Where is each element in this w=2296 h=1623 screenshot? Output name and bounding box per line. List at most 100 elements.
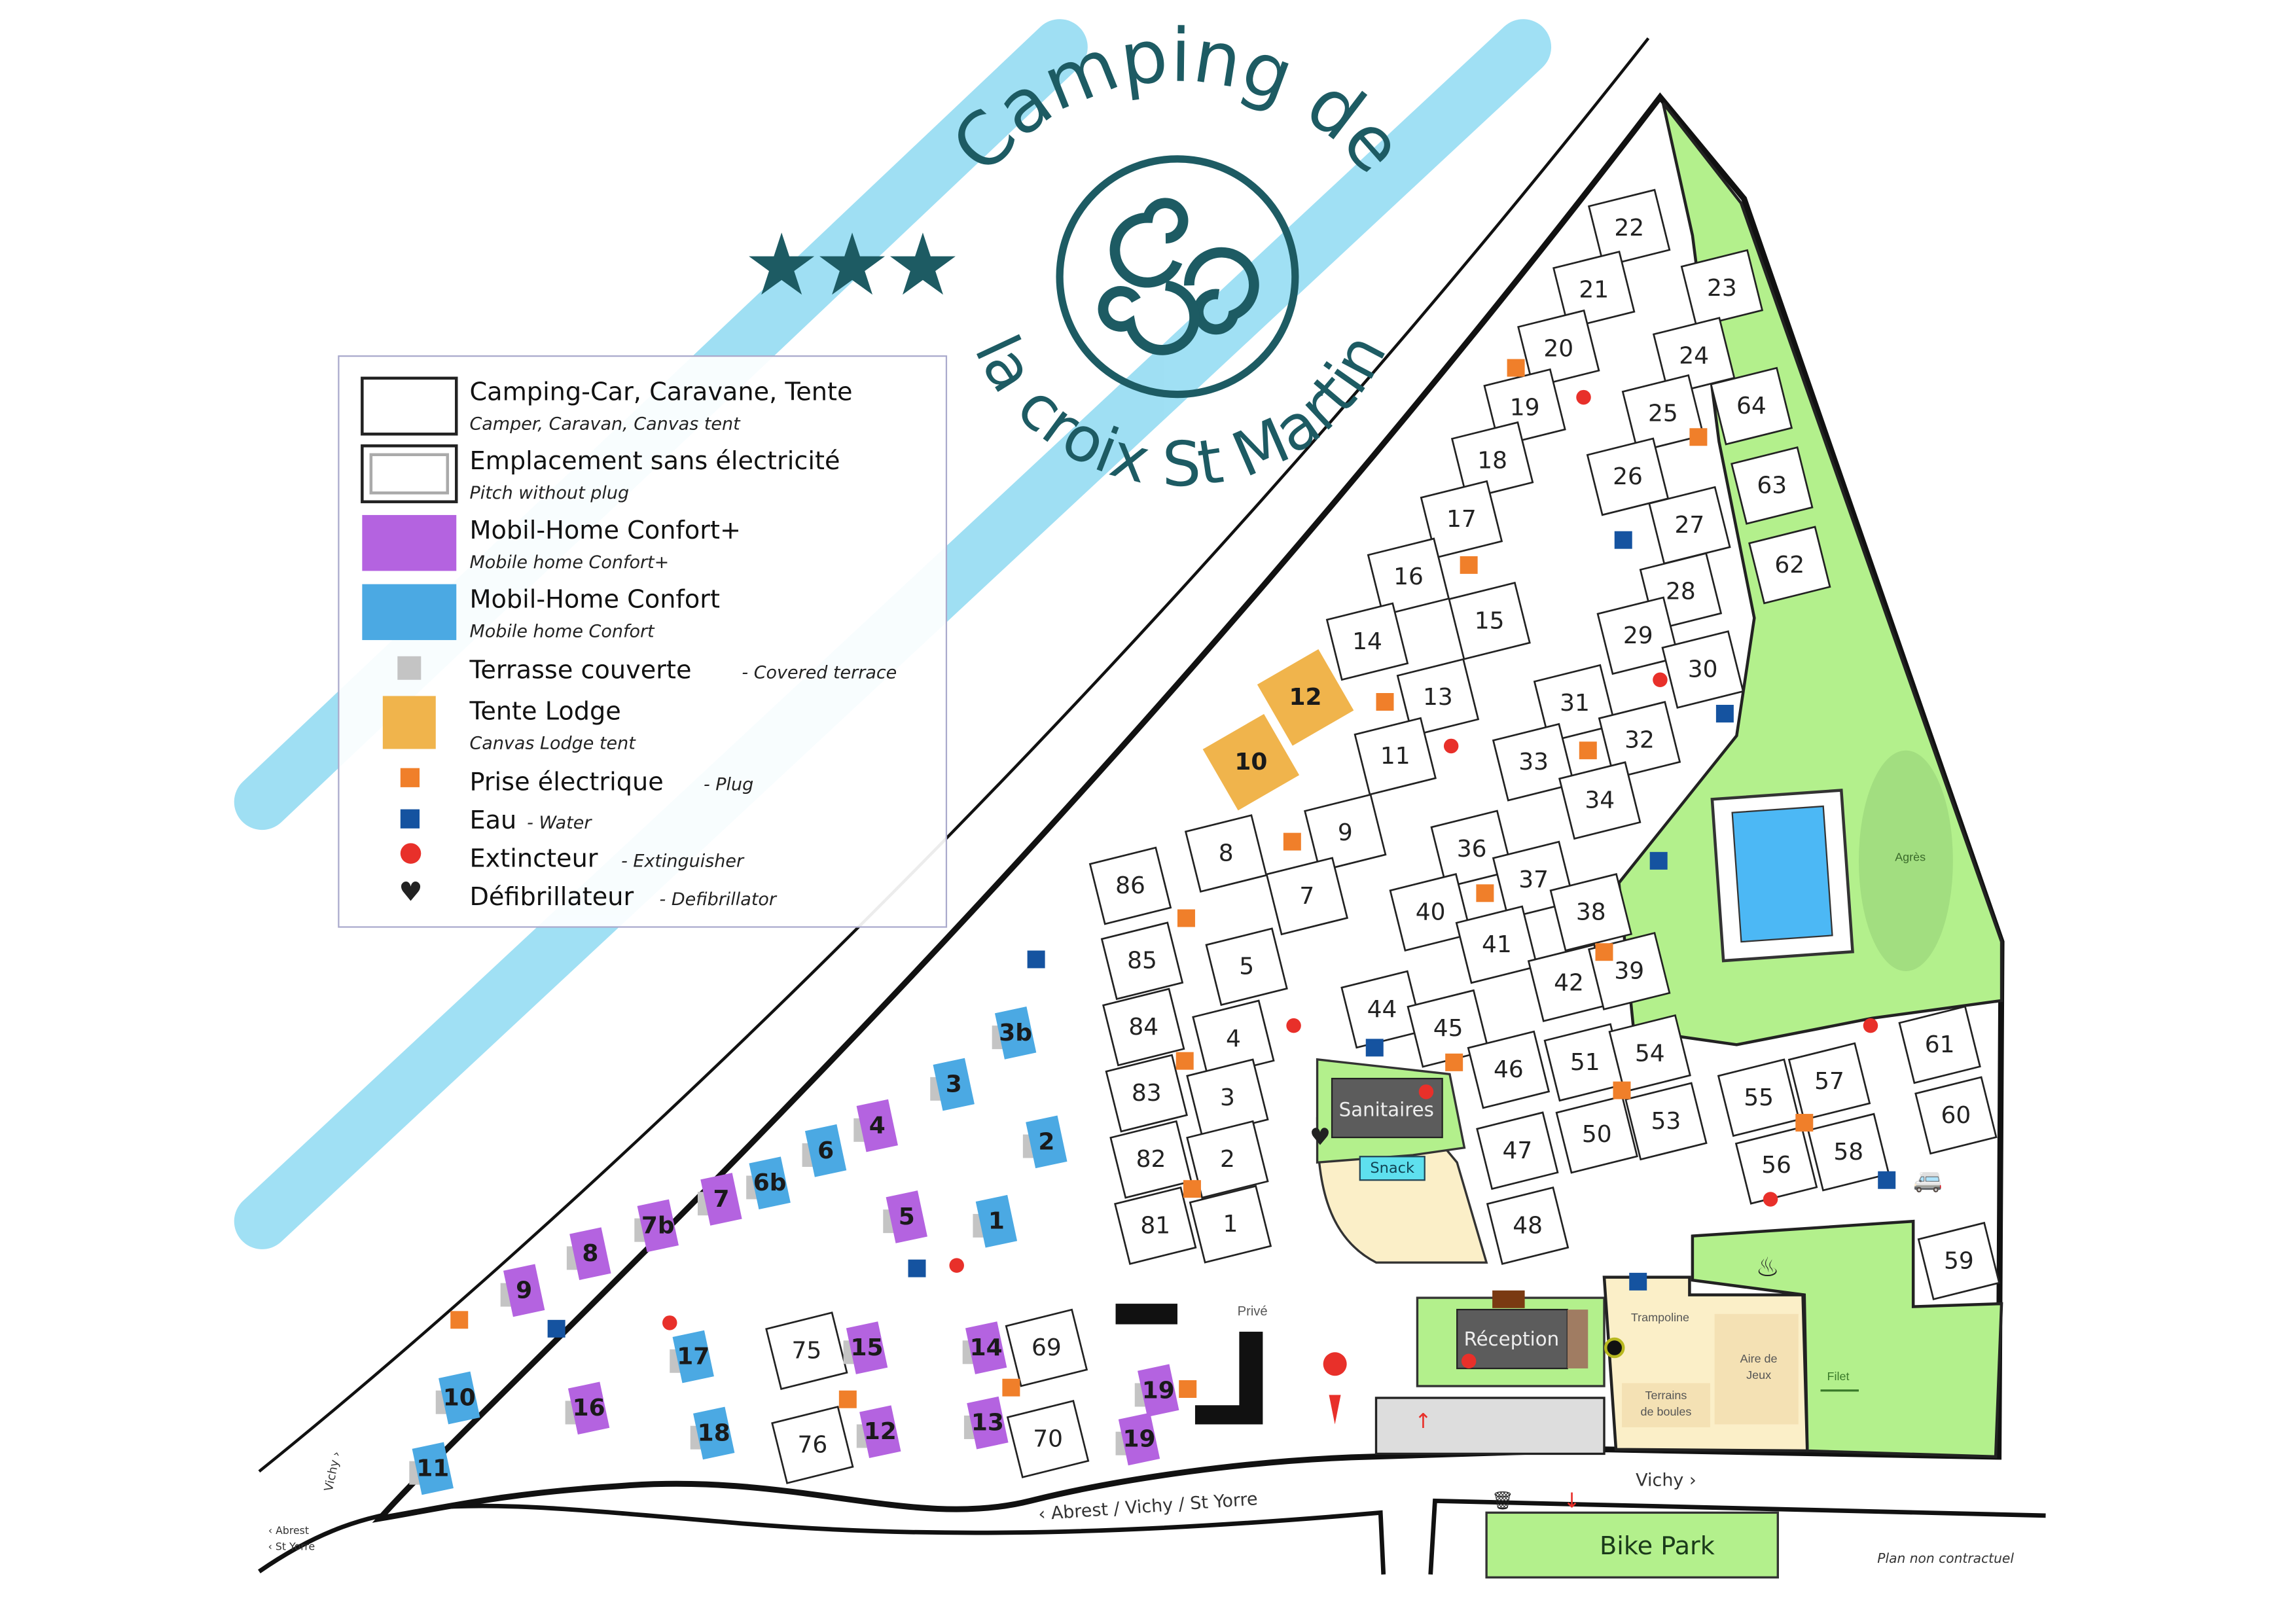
pitch-number[interactable]: 32 (1624, 726, 1655, 753)
pitch-number[interactable]: 3 (946, 1071, 962, 1098)
pitch-standard[interactable] (1596, 596, 1679, 675)
pitch-number[interactable]: 14 (970, 1334, 1003, 1361)
pitch-number[interactable]: 5 (1239, 954, 1254, 980)
pitch-confort-plus[interactable] (634, 1199, 679, 1253)
pitch-confort[interactable] (973, 1194, 1018, 1248)
pitch-number[interactable]: 83 (1132, 1080, 1162, 1107)
pitch-number[interactable]: 33 (1518, 749, 1549, 776)
pitch-number[interactable]: 9 (516, 1277, 532, 1304)
pitch-number[interactable]: 55 (1744, 1084, 1774, 1111)
pitch-standard[interactable] (1105, 1054, 1188, 1133)
pitch-confort-plus[interactable] (883, 1190, 927, 1243)
pitch-number[interactable]: 69 (1031, 1334, 1062, 1361)
pitch-number[interactable]: 1 (1223, 1211, 1238, 1238)
pitch-confort-plus[interactable] (963, 1396, 1009, 1450)
pitch-standard[interactable] (1088, 846, 1172, 925)
pitch-number[interactable]: 7 (713, 1186, 729, 1213)
pitch-number[interactable]: 76 (797, 1431, 827, 1458)
pitch-number[interactable]: 58 (1833, 1139, 1863, 1166)
pitch-number[interactable]: 47 (1502, 1137, 1532, 1164)
pitch-confort-plus[interactable] (843, 1321, 888, 1374)
pitch-standard[interactable] (1558, 761, 1641, 840)
pitch-number[interactable]: 5 (899, 1204, 915, 1230)
pitch-number[interactable]: 1 (988, 1208, 1005, 1235)
pitch-confort[interactable] (992, 1007, 1037, 1060)
pitch-number[interactable]: 38 (1576, 899, 1606, 926)
pitch-standard[interactable] (1710, 366, 1793, 446)
pitch-number[interactable]: 19 (1510, 394, 1540, 421)
pitch-number[interactable]: 81 (1140, 1212, 1170, 1239)
pitch-lodge[interactable] (1202, 713, 1300, 811)
pitch-confort[interactable] (930, 1058, 975, 1111)
pitch-number[interactable]: 31 (1560, 690, 1590, 717)
pitch-confort[interactable] (746, 1156, 791, 1210)
pitch-number[interactable]: 7 (1299, 883, 1314, 910)
pitch-number[interactable]: 16 (1393, 563, 1424, 590)
pitch-number[interactable]: 36 (1457, 836, 1487, 863)
pitch-standard[interactable] (1389, 873, 1472, 952)
pitch-confort[interactable] (690, 1406, 735, 1460)
pitch-number[interactable]: 21 (1579, 276, 1609, 303)
pitch-standard[interactable] (1184, 814, 1268, 893)
pitch-number[interactable]: 30 (1688, 656, 1718, 683)
pitch-number[interactable]: 28 (1666, 578, 1696, 605)
pitch-number[interactable]: 12 (864, 1418, 897, 1445)
pitch-number[interactable]: 17 (677, 1344, 709, 1370)
pitch-standard[interactable] (1492, 722, 1575, 802)
pitch-confort[interactable] (409, 1442, 454, 1495)
pitch-number[interactable]: 29 (1623, 622, 1653, 649)
pitch-standard[interactable] (1914, 1076, 1998, 1155)
pitch-number[interactable]: 8 (1219, 840, 1234, 867)
pitch-confort-plus[interactable] (856, 1405, 901, 1459)
pitch-confort-plus[interactable] (565, 1382, 610, 1435)
pitch-standard[interactable] (1189, 1185, 1272, 1264)
pitch-number[interactable]: 15 (851, 1334, 884, 1361)
pitch-standard[interactable] (1448, 581, 1531, 660)
pitch-standard[interactable] (1114, 1186, 1197, 1265)
pitch-confort-plus[interactable] (962, 1321, 1007, 1374)
pitch-standard[interactable] (1898, 1005, 1981, 1084)
pitch-number[interactable]: 44 (1367, 996, 1397, 1023)
pitch-confort[interactable] (435, 1371, 480, 1425)
pitch-standard[interactable] (1367, 537, 1450, 616)
pitch-number[interactable]: 11 (416, 1455, 449, 1482)
pitch-standard[interactable] (1624, 1082, 1708, 1161)
pitch-number[interactable]: 62 (1774, 552, 1804, 579)
pitch-confort-plus[interactable] (1134, 1364, 1179, 1418)
pitch-standard[interactable] (1517, 309, 1600, 388)
pitch-number[interactable]: 9 (1338, 819, 1353, 846)
pitch-number[interactable]: 18 (698, 1419, 730, 1446)
pitch-confort-plus[interactable] (566, 1227, 611, 1280)
pitch-standard[interactable] (1325, 602, 1409, 681)
pitch-confort-plus[interactable] (697, 1173, 742, 1226)
pitch-number[interactable]: 3 (1220, 1084, 1235, 1111)
pitch-number[interactable]: 75 (791, 1338, 821, 1364)
pitch-number[interactable]: 11 (1380, 743, 1410, 770)
pitch-standard[interactable] (1420, 480, 1503, 559)
pitch-standard[interactable] (1340, 970, 1424, 1049)
pitch-number[interactable]: 7b (641, 1212, 675, 1239)
pitch-number[interactable]: 57 (1814, 1068, 1844, 1095)
pitch-number[interactable]: 42 (1554, 969, 1584, 996)
pitch-number[interactable]: 56 (1761, 1152, 1791, 1179)
pitch-number[interactable]: 10 (443, 1384, 476, 1411)
pitch-standard[interactable] (1205, 927, 1288, 1007)
pitch-confort[interactable] (1022, 1115, 1067, 1169)
pitch-number[interactable]: 13 (1423, 684, 1453, 711)
pitch-number[interactable]: 40 (1416, 899, 1446, 926)
pitch-number[interactable]: 63 (1757, 472, 1787, 499)
pitch-standard[interactable] (1304, 793, 1387, 872)
pitch-number[interactable]: 70 (1033, 1425, 1063, 1452)
pitch-number[interactable]: 54 (1635, 1040, 1665, 1067)
pitch-number[interactable]: 51 (1570, 1049, 1600, 1076)
pitch-number[interactable]: 84 (1128, 1014, 1158, 1041)
pitch-number[interactable]: 12 (1289, 684, 1322, 711)
pitch-standard[interactable] (1621, 374, 1705, 453)
pitch-number[interactable]: 50 (1582, 1121, 1612, 1148)
pitch-standard[interactable] (1450, 421, 1534, 500)
pitch-standard[interactable] (1549, 873, 1633, 952)
pitch-number[interactable]: 3b (999, 1020, 1032, 1046)
pitch-standard[interactable] (1731, 446, 1814, 525)
pitch-number[interactable]: 16 (573, 1395, 605, 1421)
pitch-standard[interactable] (1006, 1399, 1090, 1478)
